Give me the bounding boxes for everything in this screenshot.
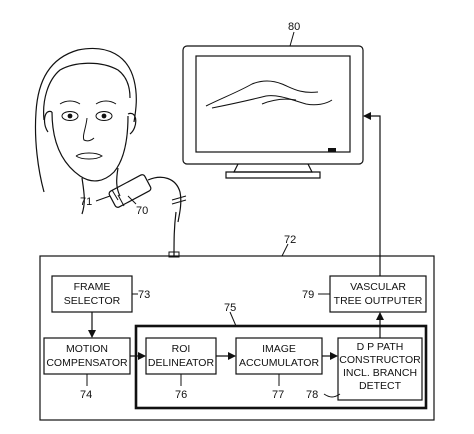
- image-accumulator-label-2: ACCUMULATOR: [239, 357, 320, 369]
- ref-70: 70: [136, 205, 148, 217]
- leader-71: [95, 195, 111, 202]
- ref-77: 77: [272, 389, 284, 401]
- monitor-illustration: [182, 45, 364, 179]
- dp-path-label-4: DETECT: [359, 380, 402, 392]
- ultrasound-probe-illustration: [108, 174, 187, 258]
- outputer-label-1: VASCULAR: [350, 281, 406, 293]
- dp-path-label-3: INCL. BRANCH: [343, 367, 417, 379]
- processing-group-box: [134, 324, 428, 410]
- ref-75: 75: [224, 302, 236, 314]
- ref-76: 76: [175, 389, 187, 401]
- dp-path-label-2: CONSTRUCTOR: [339, 354, 421, 366]
- image-accumulator-label-1: IMAGE: [262, 343, 296, 355]
- outputer-label-2: TREE OUTPUTER: [334, 295, 423, 307]
- patient-head-illustration: [34, 48, 137, 215]
- frame-selector-label-2: SELECTOR: [64, 295, 121, 307]
- motion-compensator-label-1: MOTION: [66, 343, 108, 355]
- frame-selector-label-1: FRAME: [74, 281, 111, 293]
- ref-80: 80: [288, 21, 300, 33]
- leader-78: [323, 393, 341, 398]
- ref-79: 79: [302, 289, 314, 301]
- leader-72: [281, 243, 289, 257]
- roi-delineator-label-1: ROI: [172, 343, 191, 355]
- leader-75: [229, 311, 237, 327]
- ref-72: 72: [284, 234, 296, 246]
- ref-78: 78: [306, 389, 318, 401]
- roi-delineator-label-2: DELINEATOR: [148, 357, 215, 369]
- leader-80: [289, 31, 295, 47]
- motion-compensator-label-2: COMPENSATOR: [46, 357, 128, 369]
- ref-71: 71: [80, 196, 92, 208]
- system-box: [39, 255, 435, 421]
- arrow-outputer-to-monitor: [363, 112, 381, 276]
- ref-73: 73: [138, 289, 150, 301]
- leader-70: [127, 195, 137, 205]
- dp-path-label-1: D P PATH: [357, 341, 404, 353]
- ref-74: 74: [80, 389, 92, 401]
